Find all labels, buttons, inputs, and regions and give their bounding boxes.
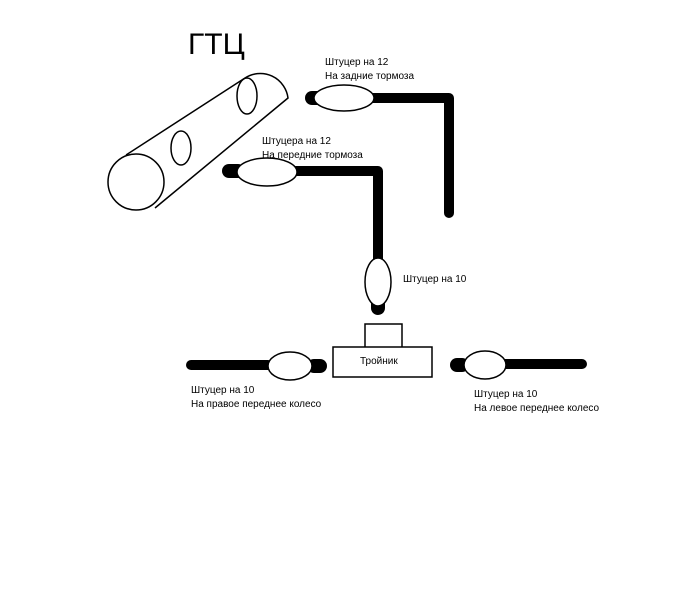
- tee-body: [332, 346, 433, 378]
- right-wheel-line: [186, 351, 327, 381]
- rear-fitting: [313, 84, 375, 112]
- rear-brake-pipe: [367, 93, 454, 218]
- rear-fitting-label-line1: Штуцер на 12: [325, 57, 389, 68]
- master-cylinder: [107, 72, 289, 211]
- fitting-10: [364, 257, 392, 307]
- diagram-title: ГТЦ: [188, 28, 245, 61]
- tee-stem: [364, 323, 403, 349]
- master-cylinder-end: [107, 153, 165, 211]
- left-wheel-line: [450, 350, 587, 380]
- master-cylinder-port-2: [236, 77, 258, 115]
- left-wheel-fitting: [463, 350, 507, 380]
- rear-fitting-label: Штуцер на 12 На задние тормоза: [325, 56, 414, 84]
- front-brake-pipe: [291, 166, 383, 267]
- right-wheel-label-line2: На правое переднее колесо: [191, 399, 322, 410]
- right-wheel-label: Штуцер на 10 На правое переднее колесо: [191, 384, 321, 412]
- front-fitting: [236, 157, 298, 187]
- master-cylinder-port-1: [170, 130, 192, 166]
- front-brake-line: [222, 157, 392, 315]
- front-fittings-label: Штуцера на 12 На передние тормоза: [262, 135, 363, 163]
- rear-brake-line: [305, 84, 454, 218]
- tee-label: Тройник: [360, 356, 398, 367]
- right-wheel-label-line1: Штуцер на 10: [191, 385, 255, 396]
- front-fittings-label-line1: Штуцера на 12: [262, 136, 331, 147]
- rear-fitting-label-line2: На задние тормоза: [325, 71, 415, 82]
- fitting-10-label: Штуцер на 10: [403, 274, 467, 285]
- left-wheel-label-line1: Штуцер на 10: [474, 389, 538, 400]
- left-wheel-label: Штуцер на 10 На левое переднее колесо: [474, 388, 599, 416]
- right-wheel-fitting: [267, 351, 313, 381]
- front-fittings-label-line2: На передние тормоза: [262, 150, 363, 161]
- left-wheel-label-line2: На левое переднее колесо: [474, 403, 600, 414]
- tee-fitting: [332, 323, 433, 378]
- master-cylinder-body: [125, 72, 289, 209]
